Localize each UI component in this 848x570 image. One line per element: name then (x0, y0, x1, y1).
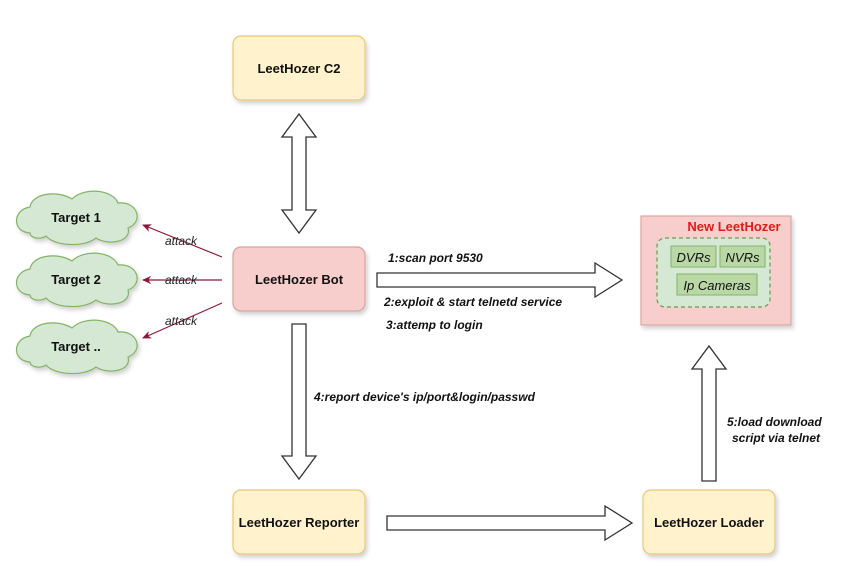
device-nvrs: NVRs (719, 245, 766, 268)
target-cloud-3: Target .. (15, 319, 138, 375)
reporter-node: LeetHozer Reporter (232, 489, 366, 555)
attack-arrows: attack attack attack (142, 224, 223, 339)
c2-node-label: LeetHozer C2 (257, 61, 340, 76)
device-ip-cameras: Ip Cameras (676, 273, 758, 296)
loader-node: LeetHozer Loader (642, 489, 776, 555)
device-dvrs-label: DVRs (677, 250, 711, 265)
device-nvrs-label: NVRs (726, 250, 760, 265)
bot-to-new-arrow (376, 261, 624, 299)
scan-port-label: 1:scan port 9530 (388, 251, 483, 265)
bot-to-reporter-arrow (280, 323, 318, 481)
target-3-label: Target .. (51, 339, 101, 354)
exploit-label: 2:exploit & start telnetd service (383, 295, 562, 309)
target-2-label: Target 2 (51, 272, 101, 287)
attack-arrow-1 (142, 224, 223, 258)
new-leethozer-group: New LeetHozer DVRs NVRs Ip Cameras (640, 215, 792, 326)
load-label-line1: 5:load download (727, 415, 822, 429)
login-label: 3:attemp to login (386, 318, 483, 332)
c2-node: LeetHozer C2 (232, 35, 366, 101)
bot-node: LeetHozer Bot (232, 246, 366, 312)
bot-node-label: LeetHozer Bot (255, 272, 344, 287)
target-cloud-2: Target 2 (15, 252, 138, 308)
attack-label-2: attack (165, 273, 198, 287)
target-1-label: Target 1 (51, 210, 101, 225)
new-leethozer-title: New LeetHozer (687, 219, 780, 234)
load-label-line2: script via telnet (732, 431, 821, 445)
attack-label-3: attack (165, 314, 198, 328)
device-ip-cameras-label: Ip Cameras (683, 278, 751, 293)
loader-node-label: LeetHozer Loader (654, 515, 764, 530)
target-cloud-1: Target 1 (15, 190, 138, 246)
attack-arrow-3 (142, 302, 223, 339)
report-label: 4:report device's ip/port&login/passwd (313, 390, 536, 404)
reporter-node-label: LeetHozer Reporter (239, 515, 360, 530)
attack-label-1: attack (165, 234, 198, 248)
device-dvrs: DVRs (670, 245, 717, 268)
reporter-to-loader-arrow (386, 504, 634, 542)
c2-bot-double-arrow (280, 112, 318, 235)
loader-to-new-arrow (690, 344, 728, 482)
